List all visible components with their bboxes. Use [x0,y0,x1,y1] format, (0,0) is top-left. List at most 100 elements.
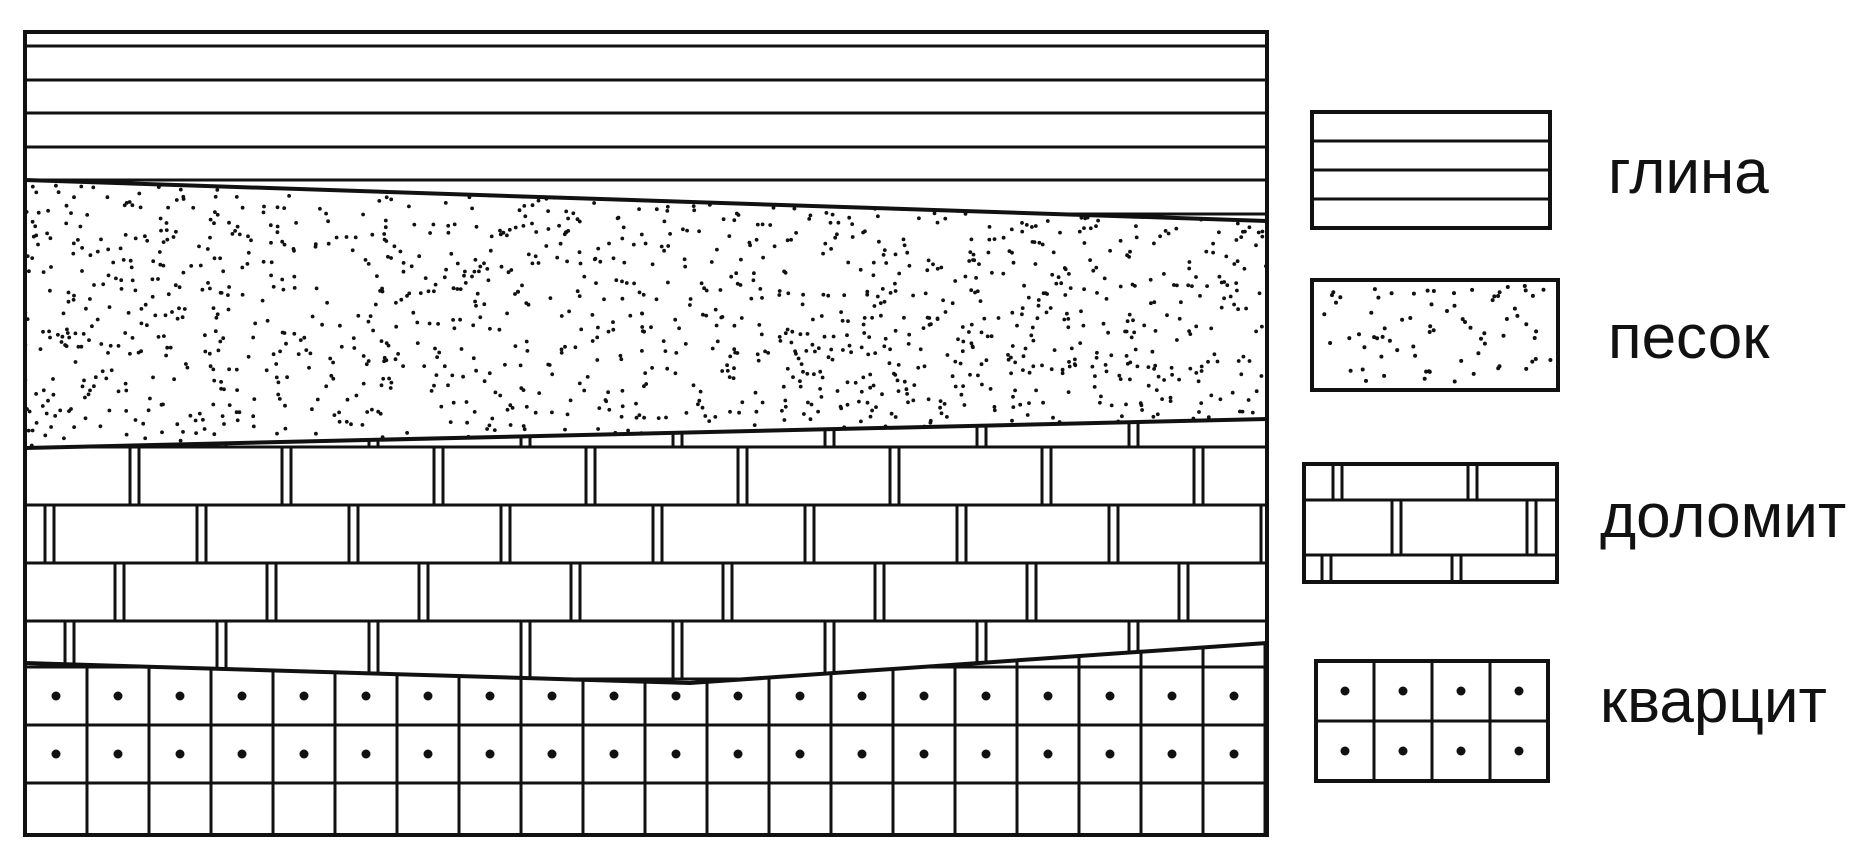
sand-grain [1165,313,1169,318]
sand-grain [749,296,754,301]
grid-dot [609,749,619,759]
sand-grain [208,286,212,291]
grid-dot [1456,686,1466,696]
sand-grain [558,241,563,246]
sand-grain [1010,310,1015,315]
sand-grain [1078,434,1082,439]
sand-grain [959,392,964,397]
sand-grain [1094,265,1099,270]
sand-grain [1190,284,1194,288]
sand-grain [123,381,128,386]
sand-grain [893,281,897,286]
sand-grain [896,389,901,393]
sand-grain [1239,235,1244,240]
sand-grain [1118,284,1123,289]
sand-grain [139,307,144,311]
sand-grain [857,399,861,404]
sand-grain [1162,272,1166,276]
sand-grain [664,415,668,420]
sand-grain [953,384,958,389]
sand-grain [526,252,531,257]
sand-grain [442,275,447,280]
sand-grain [1218,397,1223,402]
sand-grain [234,410,239,415]
grid-dot [981,691,991,701]
sand-grain [1372,335,1377,340]
sand-grain [508,423,513,427]
sand-grain [66,290,71,295]
sand-grain [1093,374,1097,378]
sand-grain [740,400,745,405]
sand-grain [41,329,45,334]
sand-grain [691,204,696,209]
grid-dot [1105,749,1115,759]
sand-grain [1199,401,1204,405]
sand-grain [156,335,161,339]
sand-grain [731,376,736,381]
sand-grain [475,291,480,296]
sand-grain [845,380,850,385]
sand-grain [273,182,278,187]
sand-grain [571,211,576,216]
sand-grain [850,235,855,239]
sand-grain [65,331,70,335]
sand-grain [836,220,841,225]
grid-dot [175,749,185,759]
sand-grain [1452,303,1457,308]
sand-grain [174,198,179,202]
sand-grain [781,448,785,452]
sand-grain [1205,284,1209,288]
sand-grain [1334,300,1338,305]
grid-dot [671,749,681,759]
sand-grain [808,417,813,422]
sand-grain [714,323,719,328]
sand-grain [211,402,216,407]
sand-grain [246,250,251,255]
sand-grain [953,359,958,364]
sand-grain [862,316,867,320]
sand-grain [1360,367,1365,372]
grid-dot [1167,691,1177,701]
sand-grain [389,380,394,385]
sand-grain [963,274,968,279]
sand-grain [108,343,113,348]
sand-grain [1524,322,1529,327]
sand-grain [219,380,224,384]
sand-grain [1082,241,1087,245]
sand-grain [979,362,984,367]
sand-grain [622,187,627,192]
sand-grain [559,350,564,355]
sand-grain [791,375,795,379]
sand-grain [130,203,135,208]
sand-grain [478,315,483,320]
grid-dot [1398,746,1408,756]
sand-grain [1020,221,1024,225]
sand-grain [1104,369,1109,374]
legend-item-quartzite: кварцит [1314,659,1827,783]
sand-grain [214,315,219,320]
sand-grain [969,288,974,293]
sand-grain [605,451,609,455]
sand-grain [870,408,874,413]
sand-grain [129,265,134,270]
sand-grain [208,364,213,369]
sand-grain [701,312,705,317]
sand-grain [1103,431,1108,436]
sand-grain [71,251,76,256]
sand-grain [783,441,788,446]
sand-grain [87,338,91,342]
sand-grain [823,241,828,246]
sand-grain [715,247,719,252]
sand-grain [1243,229,1247,234]
sand-grain [877,239,881,244]
sand-grain [1496,294,1501,298]
sand-grain [1133,284,1137,288]
sand-grain [218,339,223,344]
sand-grain [892,371,896,376]
sand-grain [1039,428,1043,432]
sand-grain [1024,426,1029,431]
sand-grain [875,294,880,299]
sand-grain [386,343,391,348]
sand-grain [592,201,596,205]
sand-grain [1033,224,1038,228]
